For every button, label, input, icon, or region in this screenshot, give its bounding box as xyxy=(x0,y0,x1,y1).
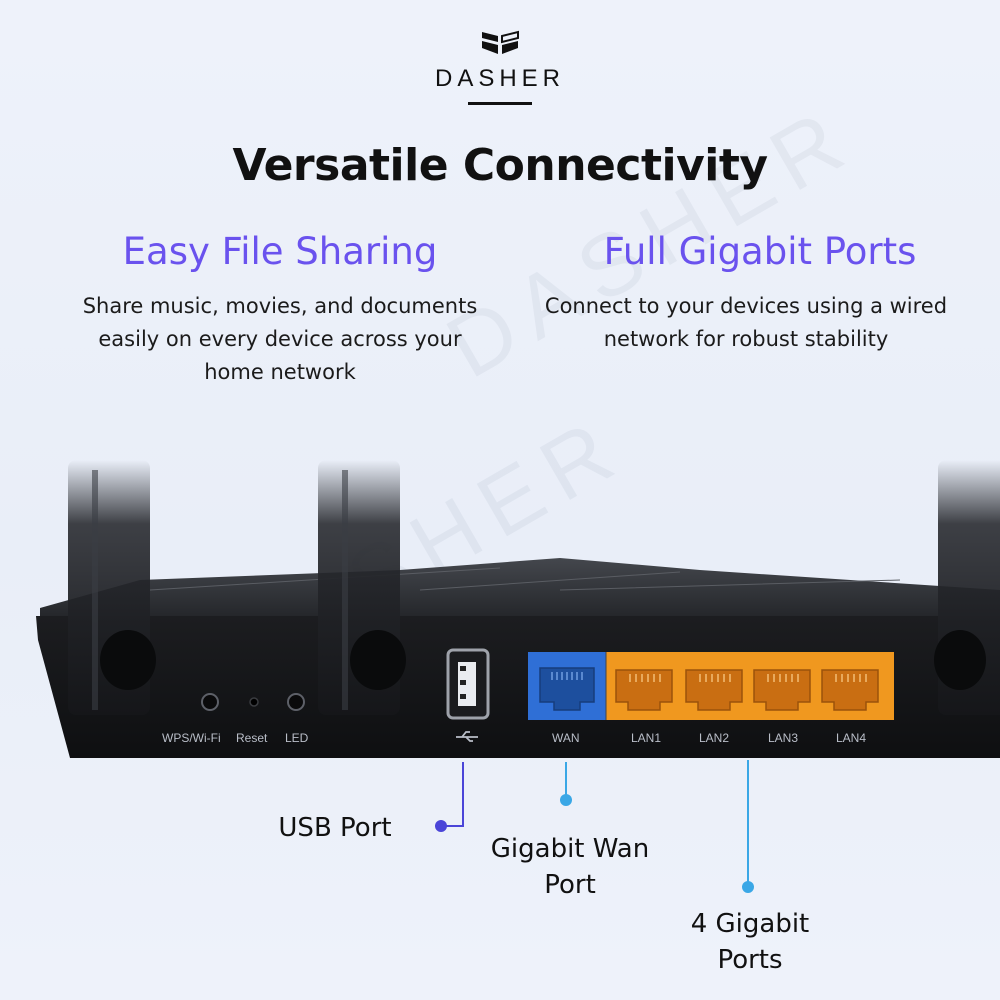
wan-port-label: Gigabit Wan Port xyxy=(470,831,670,903)
led-label: LED xyxy=(285,731,309,745)
router-illustration xyxy=(36,460,1000,893)
usb-callout-line xyxy=(441,762,464,827)
usb-port-label: USB Port xyxy=(278,813,392,843)
wan-label: WAN xyxy=(552,731,580,745)
wps-button xyxy=(201,693,219,711)
lan-callout-dot xyxy=(742,881,754,893)
brand-logo: DASHER xyxy=(0,28,1000,93)
label-line: 4 Gigabit xyxy=(690,909,810,939)
label-line: Ports xyxy=(717,945,783,975)
feature-heading-gigabit-ports: Full Gigabit Ports xyxy=(603,230,917,273)
feature-text-gigabit-ports: Connect to your devices using a wired ne… xyxy=(510,290,982,356)
label-line: Port xyxy=(544,870,596,900)
usb-symbol-icon xyxy=(456,731,478,742)
page-title: Versatile Connectivity xyxy=(232,140,768,191)
lan3-label: LAN3 xyxy=(768,731,799,745)
brand-name: DASHER xyxy=(434,65,566,92)
feature-line: Connect to your devices using a wired xyxy=(544,294,948,318)
feature-line: easily on every device across your xyxy=(98,327,462,351)
label-line: Gigabit Wan xyxy=(490,834,650,864)
feature-text-file-sharing: Share music, movies, and documents easil… xyxy=(40,290,520,389)
wan-callout-dot xyxy=(560,794,572,806)
feature-line: Share music, movies, and documents xyxy=(82,294,478,318)
feature-line: home network xyxy=(204,360,356,384)
lan1-label: LAN1 xyxy=(631,731,662,745)
router-body xyxy=(36,616,1000,758)
reset-label: Reset xyxy=(236,731,268,745)
lan4-label: LAN4 xyxy=(836,731,867,745)
logo-underline xyxy=(468,102,532,105)
feature-line: network for robust stability xyxy=(603,327,889,351)
usb-callout-dot xyxy=(435,820,447,832)
led-button xyxy=(287,693,305,711)
wps-label: WPS/Wi-Fi xyxy=(162,731,221,745)
router-top-shell xyxy=(40,558,1000,616)
dasher-logo-icon xyxy=(482,30,519,54)
lan2-label: LAN2 xyxy=(699,731,730,745)
lan-ports-label: 4 Gigabit Ports xyxy=(650,906,850,978)
feature-heading-file-sharing: Easy File Sharing xyxy=(122,230,438,273)
reset-button xyxy=(249,697,259,707)
